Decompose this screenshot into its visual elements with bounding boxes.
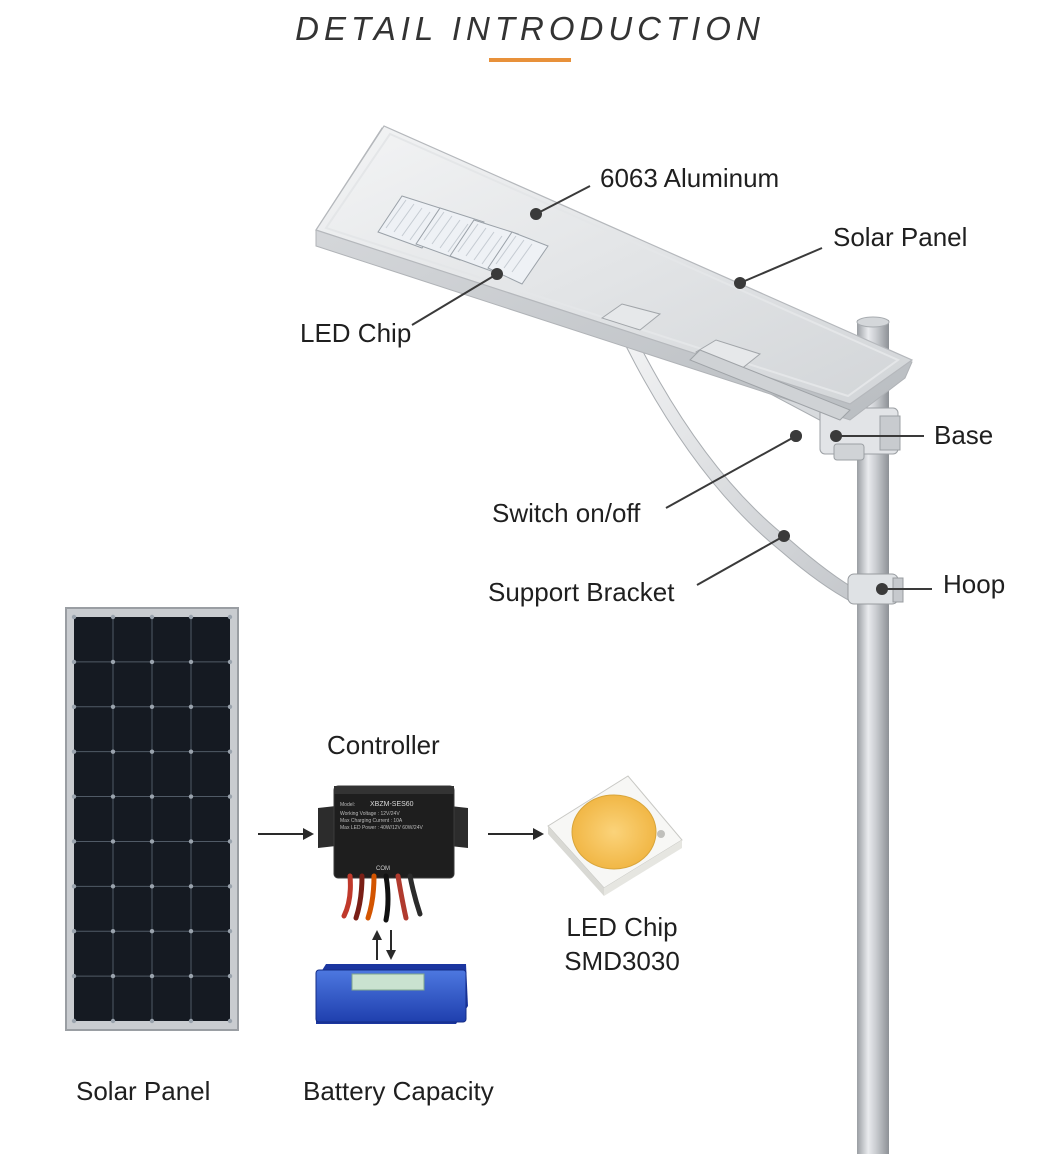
callout-hoop: Hoop — [943, 569, 1006, 599]
controller-model-text: XBZM-SES60 — [370, 801, 414, 808]
svg-text:COM: COM — [376, 866, 390, 872]
svg-text:Max Charging Current : 10A: Max Charging Current : 10A — [340, 818, 403, 824]
callout-support-bracket: Support Bracket — [488, 577, 675, 607]
title-underline — [489, 58, 571, 62]
lamp-head — [315, 125, 914, 442]
page-title: DETAIL INTRODUCTION — [295, 10, 765, 47]
pole-top — [856, 316, 890, 328]
svg-text:Max LED Power : 40W/12V 60W/2: Max LED Power : 40W/12V 60W/24V — [340, 825, 423, 831]
callout-led-chip: LED Chip — [300, 318, 412, 348]
callout-lines — [411, 185, 932, 595]
battery-pack — [315, 964, 468, 1024]
svg-text:Working Voltage : 12V/24V: Working Voltage : 12V/24V — [340, 811, 400, 817]
battery-label: Battery Capacity — [303, 1076, 494, 1106]
controller-device: XBZM-SES60 Model: Working Voltage : 12V/… — [318, 785, 468, 923]
controller-label: Controller — [327, 730, 440, 760]
solar-panel-module — [65, 607, 239, 1031]
callout-aluminum: 6063 Aluminum — [600, 163, 780, 193]
led-chip-smd — [547, 775, 683, 896]
callout-base: Base — [934, 420, 994, 450]
svg-text:Model:: Model: — [340, 802, 355, 808]
led-module-array — [377, 195, 549, 285]
flow-arrows — [258, 828, 544, 960]
callout-switch: Switch on/off — [492, 498, 641, 528]
led-chip-label: LED Chip SMD3030 — [562, 910, 682, 978]
callout-solar-panel: Solar Panel — [833, 222, 968, 252]
solar-panel-label: Solar Panel — [76, 1076, 211, 1106]
led-chip-label-line1: LED Chip — [566, 912, 678, 942]
led-chip-label-line2: SMD3030 — [564, 946, 680, 976]
